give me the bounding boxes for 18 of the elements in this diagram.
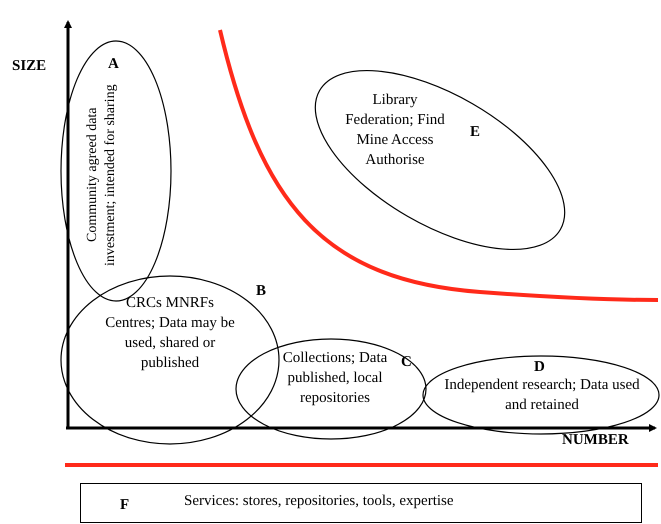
group-description: Independent research; Data used and retained [444,376,640,415]
group-description: Community agreed data investment; intended for sharing [84,83,119,268]
axis-label: SIZE [12,58,46,75]
group-letter: C [401,353,412,372]
group-ellipse [422,355,660,435]
group-description: Collections; Data published, local repositories [282,349,388,408]
group-letter: F [120,496,130,515]
group-letter: B [256,282,266,301]
group-ellipse [235,338,427,440]
group-letter: D [534,358,545,377]
group-letter: A [108,55,119,74]
service-box [80,483,642,523]
group-description: Library Federation; Find Mine Access Authorise [344,91,446,170]
axis-label: NUMBER [562,432,629,449]
group-letter: E [470,123,480,142]
group-description: CRCs MNRFs Centres; Data may be used, shared or published [104,294,236,373]
group-description: Services: stores, repositories, tools, expertise [184,492,455,511]
group-ellipse [60,275,280,445]
